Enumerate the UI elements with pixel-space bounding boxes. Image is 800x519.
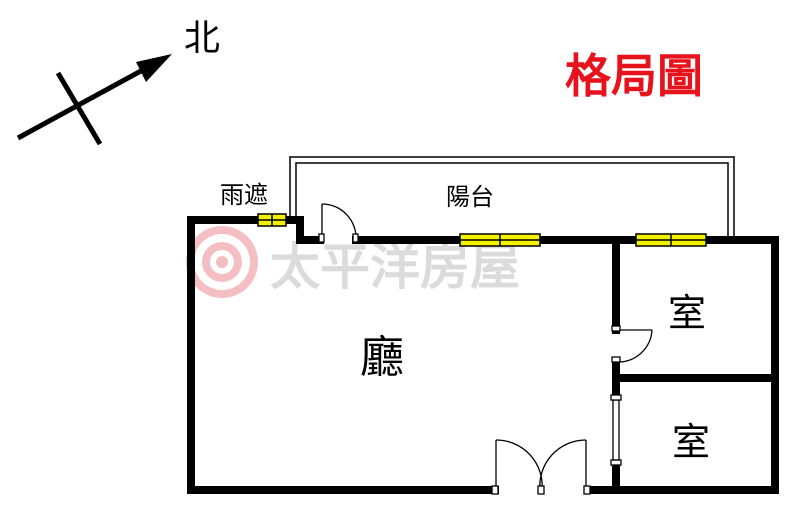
balcony-door bbox=[318, 203, 359, 243]
north-arrow-icon bbox=[136, 54, 172, 82]
walls bbox=[187, 216, 779, 494]
watermark-text: 太平洋房屋 bbox=[270, 237, 520, 296]
room-upper-label: 室 bbox=[668, 291, 706, 335]
compass-arrow-shaft bbox=[16, 63, 152, 141]
main-entrance-door bbox=[491, 439, 591, 495]
north-label: 北 bbox=[184, 18, 220, 59]
watermark-logo bbox=[186, 226, 258, 298]
window-living-room bbox=[459, 233, 541, 247]
room-door-lower bbox=[610, 394, 622, 466]
windows bbox=[257, 213, 707, 247]
window-awning bbox=[257, 213, 287, 227]
room-lower-label: 室 bbox=[672, 420, 710, 464]
living-room-label: 廳 bbox=[360, 332, 404, 383]
balcony-outline bbox=[289, 156, 735, 237]
doors bbox=[318, 203, 653, 495]
room-door-upper bbox=[611, 325, 653, 363]
balcony-label: 陽台 bbox=[446, 183, 494, 211]
awning-label: 雨遮 bbox=[220, 181, 268, 209]
compass-cross-line bbox=[55, 71, 103, 146]
window-room bbox=[635, 233, 707, 247]
page-title: 格局圖 bbox=[565, 49, 703, 103]
compass bbox=[16, 54, 172, 146]
